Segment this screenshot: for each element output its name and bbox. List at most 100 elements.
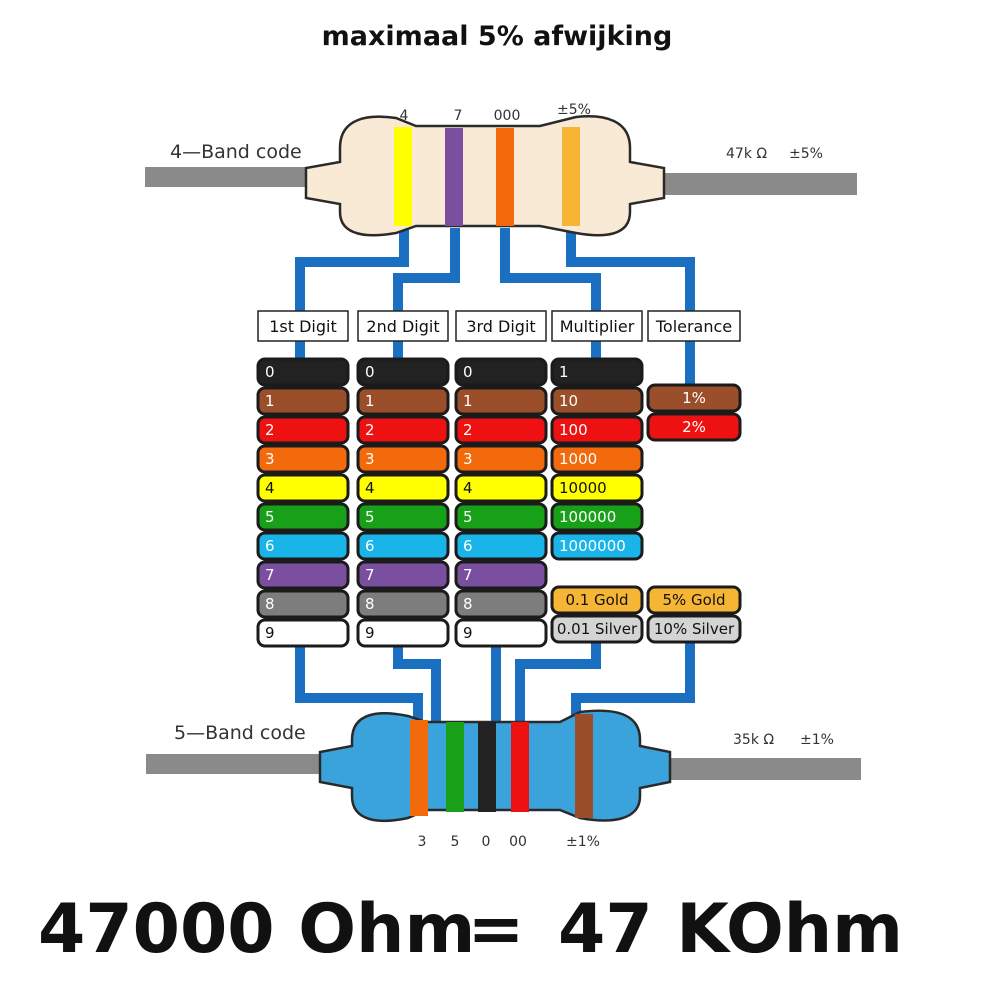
band-1 — [410, 720, 428, 816]
color-chip: 8 — [454, 589, 548, 619]
column-header-box — [551, 310, 643, 342]
color-chip: 6 — [356, 531, 450, 561]
band-4 — [511, 722, 529, 812]
column-header: 1st Digit — [269, 317, 337, 336]
band-label: 000 — [494, 108, 521, 124]
chip-label: 0.1 Gold — [565, 591, 628, 609]
band-2 — [446, 722, 464, 812]
chip-label: 4 — [463, 479, 473, 497]
column-header: Tolerance — [655, 317, 732, 336]
band-3 — [478, 722, 496, 812]
color-chip: 5 — [256, 502, 350, 532]
chip-label: 8 — [265, 595, 275, 613]
color-chip: 1 — [454, 386, 548, 416]
band-label: 3 — [418, 834, 427, 850]
chip-label: 100 — [559, 421, 588, 439]
chip-swatch — [646, 585, 742, 615]
chip-swatch — [454, 386, 548, 416]
color-chip: 9 — [356, 618, 450, 648]
bottom-kohm-value: 47 KOhm — [558, 890, 903, 969]
band-4 — [562, 127, 580, 226]
page-title: maximaal 5% afwijking — [322, 21, 673, 52]
color-chip: 7 — [256, 560, 350, 590]
chip-swatch — [454, 473, 548, 503]
resistor-body — [304, 115, 666, 237]
bottom-ohm-value: 47000 Ohm — [38, 890, 475, 969]
color-chip: 0 — [356, 357, 450, 387]
chip-swatch — [256, 357, 350, 387]
chip-swatch — [646, 383, 742, 413]
column-header-box — [257, 310, 349, 342]
color-chip: 1% — [646, 383, 742, 413]
chip-label: 3 — [365, 450, 375, 468]
chip-label: 0 — [463, 363, 473, 381]
column-header-box — [647, 310, 741, 342]
band-label: 00 — [509, 834, 527, 850]
chip-swatch — [256, 531, 350, 561]
chip-label: 5% Gold — [662, 591, 725, 609]
color-chip: 9 — [256, 618, 350, 648]
column-4: Multiplier11010010001000010000010000000.… — [550, 310, 644, 644]
resistor-lead-right — [656, 758, 861, 780]
chip-swatch — [454, 618, 548, 648]
chip-label: 1000000 — [559, 537, 626, 555]
chip-swatch — [256, 560, 350, 590]
chip-label: 4 — [365, 479, 375, 497]
color-chip: 5% Gold — [646, 585, 742, 615]
color-chip: 3 — [454, 444, 548, 474]
chip-swatch — [550, 473, 644, 503]
column-header: 3rd Digit — [466, 317, 535, 336]
color-chip: 10% Silver — [646, 614, 742, 644]
chip-swatch — [550, 531, 644, 561]
four-band-tolerance: ±5% — [789, 146, 823, 162]
chip-label: 2 — [365, 421, 375, 439]
column-header: 2nd Digit — [366, 317, 439, 336]
chip-swatch — [454, 589, 548, 619]
chip-swatch — [256, 386, 350, 416]
chip-label: 5 — [365, 508, 375, 526]
color-chip: 2 — [454, 415, 548, 445]
chip-swatch — [256, 473, 350, 503]
column-header: Multiplier — [560, 317, 635, 336]
band-label: ±1% — [566, 834, 600, 850]
color-chip: 10 — [550, 386, 644, 416]
chip-label: 1 — [265, 392, 275, 410]
color-chip: 2 — [356, 415, 450, 445]
resistor-lead-left — [145, 167, 320, 187]
color-chip: 7 — [356, 560, 450, 590]
resistor-lead-right — [662, 173, 857, 195]
color-chip: 8 — [256, 589, 350, 619]
chip-label: 6 — [463, 537, 473, 555]
chip-swatch — [454, 415, 548, 445]
column-header-box — [455, 310, 547, 342]
four-band-resistor: 4 7 000 ±5% 4—Band code 47k Ω ±5% — [145, 102, 857, 237]
chip-swatch — [356, 473, 450, 503]
color-chip: 1000000 — [550, 531, 644, 561]
chip-label: 3 — [463, 450, 473, 468]
chip-swatch — [454, 502, 548, 532]
color-chip: 2 — [256, 415, 350, 445]
chip-label: 7 — [365, 566, 375, 584]
chip-swatch — [256, 502, 350, 532]
chip-swatch — [550, 415, 644, 445]
five-band-resistor: 3 5 0 00 ±1% 5—Band code 35k Ω ±1% — [146, 709, 861, 850]
chip-label: 4 — [265, 479, 275, 497]
band-2 — [445, 128, 463, 226]
chip-label: 0 — [265, 363, 275, 381]
chip-swatch — [646, 412, 742, 442]
color-chip: 100 — [550, 415, 644, 445]
band-1 — [394, 127, 412, 226]
band-label: 5 — [451, 834, 460, 850]
color-chip: 4 — [454, 473, 548, 503]
color-chip: 6 — [256, 531, 350, 561]
chip-swatch — [356, 618, 450, 648]
color-chip: 2% — [646, 412, 742, 442]
band-label: 0 — [482, 834, 491, 850]
chip-label: 10 — [559, 392, 578, 410]
chip-label: 7 — [463, 566, 473, 584]
four-band-label: 4—Band code — [170, 141, 302, 163]
